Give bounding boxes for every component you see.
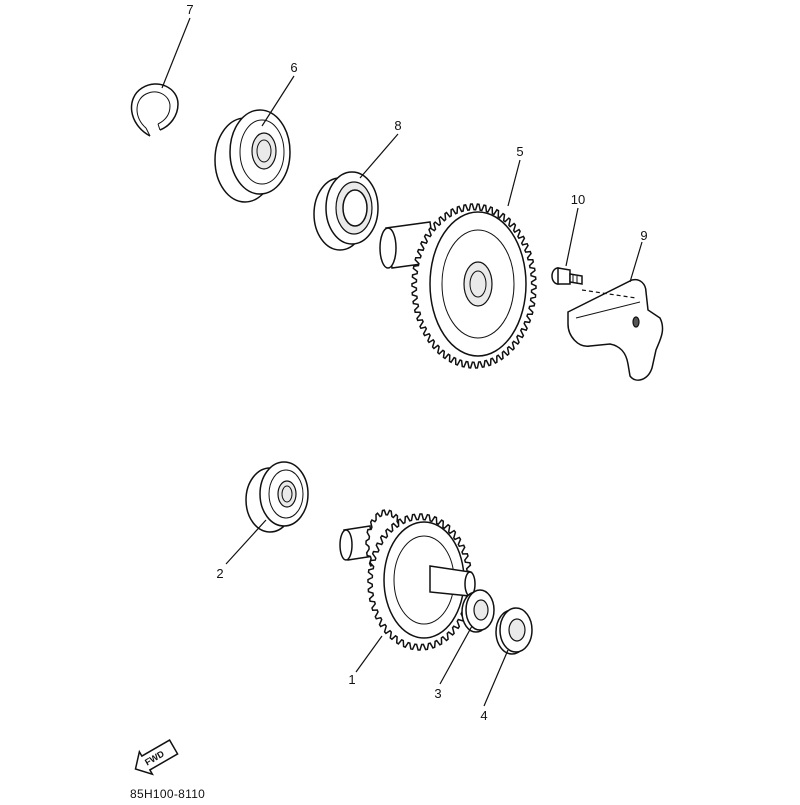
- fwd-arrow-icon: FWD: [134, 739, 179, 776]
- callout-6: 6: [290, 60, 297, 75]
- callout-5: 5: [516, 144, 523, 159]
- callout-4: 4: [480, 708, 487, 723]
- part-5-driven-gear: [379, 203, 537, 369]
- callout-7: 7: [186, 2, 193, 17]
- callout-9: 9: [640, 228, 647, 243]
- part-code: 85H100-8110: [130, 787, 205, 800]
- part-6-bearing: [214, 109, 291, 203]
- part-7-circlip: [130, 83, 179, 137]
- part-10-bolt: [551, 267, 583, 285]
- part-2-bearing: [245, 461, 309, 533]
- callout-8: 8: [394, 118, 401, 133]
- callout-numbers: 7 6 8 5 10 9 2 1 3 4: [186, 2, 647, 723]
- part-4-washer: [495, 607, 533, 655]
- callout-2: 2: [216, 566, 223, 581]
- part-1-drive-gear: [339, 509, 476, 651]
- callout-3: 3: [434, 686, 441, 701]
- part-3-washer: [461, 589, 495, 633]
- leader-lines: [161, 17, 643, 707]
- callout-1: 1: [348, 672, 355, 687]
- callout-10: 10: [571, 192, 585, 207]
- part-9-bracket-plate: [567, 278, 664, 381]
- part-8-oil-seal: [313, 171, 379, 251]
